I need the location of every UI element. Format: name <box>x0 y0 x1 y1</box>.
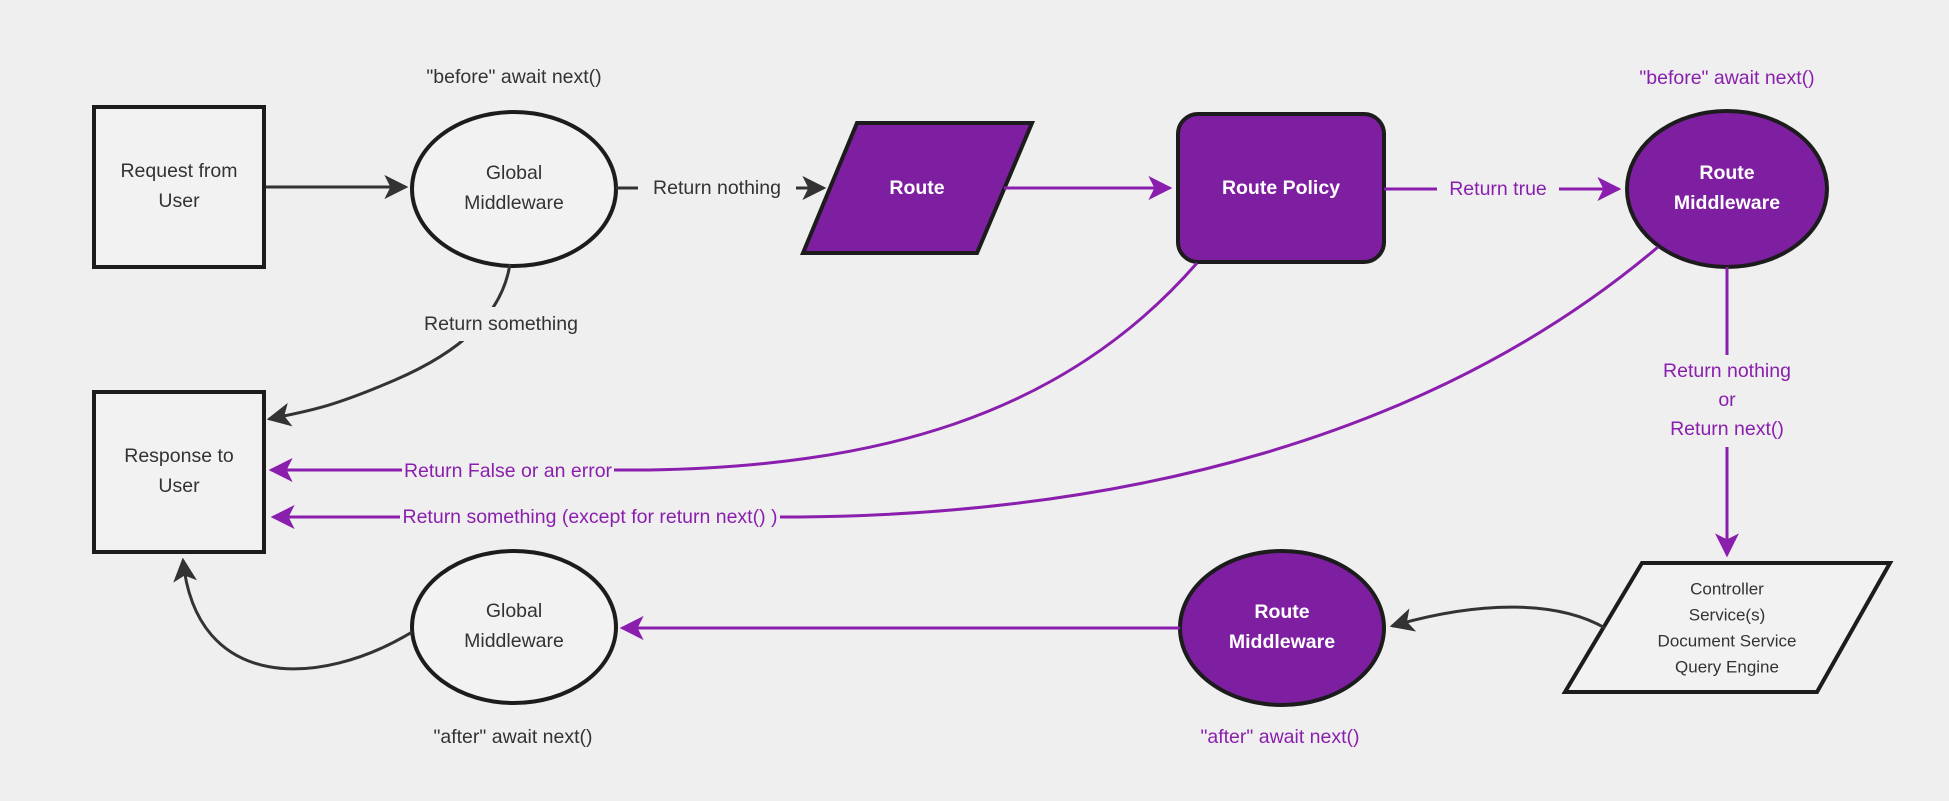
request-from-user-label-line2: User <box>158 190 200 212</box>
label-return-something-except: Return something (except for return next… <box>400 500 780 534</box>
request-from-user-label-line1: Request from <box>120 160 237 182</box>
route-shape <box>800 121 1036 255</box>
label-return-false-or-error: Return False or an error <box>402 454 614 488</box>
edge-controller-to-route-middleware-bottom <box>1389 605 1606 632</box>
route-middleware-bottom-shape <box>1178 549 1386 707</box>
route-middleware-top-label-line1: Route <box>1699 162 1754 184</box>
controller-services-label-line4: Query Engine <box>1675 657 1779 676</box>
controller-services-label-line2: Service(s) <box>1689 605 1766 624</box>
route-middleware-top-node: Route Middleware <box>1625 109 1829 269</box>
response-to-user-shape <box>92 390 266 554</box>
response-to-user-label-line2: User <box>158 475 200 497</box>
label-return-nothing: Return nothing <box>638 171 796 205</box>
edge-route-policy-return-false-to-response <box>268 262 1199 482</box>
controller-services-label-line1: Controller <box>1690 579 1764 598</box>
response-to-user-label-line1: Response to <box>124 445 234 467</box>
annotation-after-route-middleware: "after" await next() <box>1200 726 1359 748</box>
global-middleware-bottom-label-line2: Middleware <box>464 630 564 652</box>
label-return-true-halo <box>1437 172 1559 206</box>
route-policy-label: Route Policy <box>1222 177 1340 199</box>
request-from-user-shape <box>92 105 266 269</box>
route-middleware-bottom-label-line1: Route <box>1254 601 1309 623</box>
annotation-after-global-middleware: "after" await next() <box>433 726 592 748</box>
global-middleware-bottom-label-line1: Global <box>486 600 542 622</box>
label-return-true: Return true <box>1437 172 1559 206</box>
svg-text:Return nothing: Return nothing <box>1663 360 1791 382</box>
label-return-nothing-or-next: Return nothing or Return next() <box>1646 355 1808 447</box>
route-middleware-top-shape <box>1625 109 1829 269</box>
svg-text:or: or <box>1718 389 1736 411</box>
svg-text:Return true: Return true <box>1449 178 1547 200</box>
svg-text:Return nothing: Return nothing <box>653 177 781 199</box>
controller-services-label-line3: Document Service <box>1658 631 1797 650</box>
controller-services-shape <box>1561 561 1894 694</box>
label-return-nothing-halo <box>638 171 796 205</box>
edge-global-middleware-return-something-to-response <box>266 263 512 427</box>
route-middleware-top-label-line2: Middleware <box>1674 192 1780 214</box>
svg-text:Return False or an error: Return False or an error <box>404 460 613 482</box>
global-middleware-top-label-line1: Global <box>486 162 542 184</box>
annotation-before-global-middleware: "before" await next() <box>426 66 601 88</box>
global-middleware-bottom-node: Global Middleware <box>410 549 618 705</box>
response-to-user-node: Response to User <box>92 390 266 554</box>
global-middleware-top-shape <box>410 110 618 268</box>
global-middleware-bottom-shape <box>410 549 618 705</box>
edge-route-middleware-return-something-to-response <box>270 245 1659 529</box>
controller-services-node: Controller Service(s) Document Service Q… <box>1561 561 1894 694</box>
route-node: Route <box>800 121 1036 255</box>
route-middleware-bottom-label-line2: Middleware <box>1229 631 1335 653</box>
annotation-before-route-middleware: "before" await next() <box>1639 67 1814 89</box>
global-middleware-top-label-line2: Middleware <box>464 192 564 214</box>
label-return-something-except-halo <box>400 500 780 534</box>
request-from-user-node: Request from User <box>92 105 266 269</box>
svg-text:Return something (except for r: Return something (except for return next… <box>403 506 778 528</box>
label-return-false-or-error-halo <box>402 454 614 488</box>
svg-text:Return something: Return something <box>424 313 578 335</box>
route-policy-node: Route Policy <box>1176 112 1386 264</box>
route-label: Route <box>889 177 944 199</box>
label-return-nothing-or-next-halo <box>1646 355 1808 447</box>
label-return-something-halo <box>422 307 580 341</box>
edge-global-middleware-bottom-to-response <box>173 557 413 671</box>
label-return-something: Return something <box>422 307 580 341</box>
global-middleware-top-node: Global Middleware <box>410 110 618 268</box>
svg-text:Return next(): Return next() <box>1670 418 1784 440</box>
route-middleware-bottom-node: Route Middleware <box>1178 549 1386 707</box>
